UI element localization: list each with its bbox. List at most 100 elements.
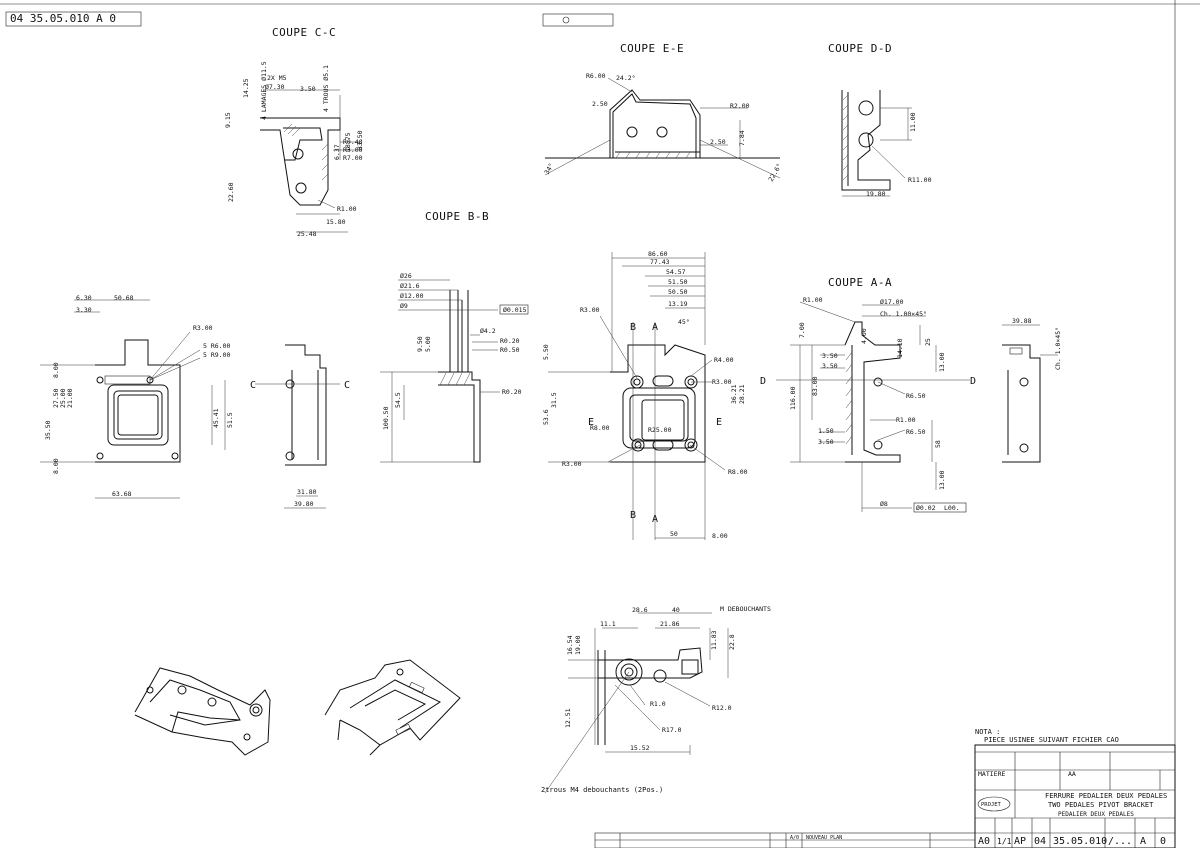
tolerance-stamp [542, 13, 614, 27]
prefix-value: AP [1014, 836, 1026, 847]
coupe-aa-title: COUPE A-A [828, 276, 892, 289]
svg-text:11.00: 11.00 [909, 112, 917, 132]
svg-text:Ø17.00: Ø17.00 [880, 298, 904, 306]
svg-text:R3.00: R3.00 [712, 378, 732, 386]
svg-text:22.60: 22.60 [227, 182, 235, 202]
svg-text:5 R6.00: 5 R6.00 [203, 342, 230, 350]
aa-label: AA [1068, 770, 1076, 778]
svg-text:18.75: 18.75 [344, 132, 352, 152]
svg-text:7.00: 7.00 [798, 322, 806, 338]
svg-text:45°: 45° [678, 318, 690, 326]
svg-text:R1.00: R1.00 [896, 416, 916, 424]
svg-text:9.50: 9.50 [416, 336, 424, 352]
svg-text:R1.00: R1.00 [337, 205, 357, 213]
section-mark-c-right: C [344, 380, 350, 391]
nota-label: NOTA : [975, 728, 1000, 736]
svg-text:R0.40: R0.40 [343, 138, 363, 146]
svg-text:5.50: 5.50 [542, 344, 550, 360]
doc-number-value: 35.05.010 [1053, 836, 1107, 847]
svg-text:R2.00: R2.00 [730, 102, 750, 110]
svg-text:9.15: 9.15 [224, 112, 232, 128]
svg-text:31.5: 31.5 [550, 392, 558, 408]
svg-text:100.50: 100.50 [382, 406, 390, 430]
svg-text:R6.00: R6.00 [586, 72, 606, 80]
svg-text:45.41: 45.41 [212, 408, 220, 428]
section-mark-a-top: A [652, 322, 658, 333]
svg-text:3.50: 3.50 [822, 362, 838, 370]
part-title-en: TWO PEDALES PIVOT BRACKET [1048, 801, 1154, 809]
svg-text:Ø21.6: Ø21.6 [400, 282, 420, 290]
svg-text:R6.50: R6.50 [906, 428, 926, 436]
svg-text:Ø0.02: Ø0.02 [916, 504, 936, 512]
svg-text:L00.: L00. [944, 504, 960, 512]
svg-text:15.80: 15.80 [326, 218, 346, 226]
nota-text: PIECE USINEE SUIVANT FICHIER CAO [984, 736, 1119, 744]
bottom-note: 2trous M4 debouchants (2Pos.) [541, 786, 663, 794]
svg-text:7.84: 7.84 [738, 130, 746, 146]
svg-text:50.50: 50.50 [668, 288, 688, 296]
section-mark-d-right: D [970, 376, 976, 387]
svg-text:13.00: 13.00 [938, 470, 946, 490]
view-coupe-dd: COUPE D-D 11.00 R11.00 19.80 [828, 42, 932, 198]
svg-text:15.52: 15.52 [630, 744, 650, 752]
svg-text:86.60: 86.60 [648, 250, 668, 258]
svg-text:Ø12.00: Ø12.00 [400, 292, 424, 300]
svg-text:116.00: 116.00 [789, 386, 797, 410]
svg-text:3.50: 3.50 [822, 352, 838, 360]
view-coupe-bb: COUPE B-B Ø26 Ø21.6 Ø12.00 Ø9 Ø0.015 Ø4.… [380, 210, 529, 463]
rev-text: NOUVEAU PLAN [806, 835, 842, 841]
coupe-ee-title: COUPE E-E [620, 42, 684, 55]
corner-doc-number: 04 35.05.010 A 0 [5, 11, 142, 27]
svg-text:2.50: 2.50 [710, 138, 726, 146]
section-mark-d-left: D [760, 376, 766, 387]
view-coupe-ee: COUPE E-E R6.00 24.2° 2.50 R2.00 2.50 7.… [543, 42, 784, 183]
svg-text:5 R9.00: 5 R9.00 [203, 351, 230, 359]
svg-text:R3.00: R3.00 [343, 146, 363, 154]
section-mark-c-left: C [250, 380, 256, 391]
view-front-left: 6.30 50.68 3.30 R3.00 5 R6.00 5 R9.00 8.… [40, 294, 234, 499]
section-mark-b-bottom: B [630, 510, 636, 521]
svg-text:R8.00: R8.00 [728, 468, 748, 476]
view-side: C C 31.80 39.80 [250, 344, 350, 509]
svg-text:36.21: 36.21 [730, 384, 738, 404]
svg-text:13.00: 13.00 [938, 352, 946, 372]
svg-text:8.00: 8.00 [52, 458, 60, 474]
svg-text:11.83: 11.83 [710, 630, 718, 650]
svg-text:25: 25 [924, 338, 932, 346]
coupe-cc-title: COUPE C-C [272, 26, 336, 39]
svg-text:6.37: 6.37 [333, 144, 341, 160]
svg-text:3.50: 3.50 [818, 438, 834, 446]
part-sub: PEDALIER DEUX PEDALES [1058, 811, 1134, 818]
view-coupe-cc: COUPE C-C 14.25 9.15 4 LAMAGES Ø11.5 2X … [224, 26, 364, 238]
svg-text:R0.20: R0.20 [500, 337, 520, 345]
svg-text:40: 40 [672, 606, 680, 614]
svg-text:24.2°: 24.2° [616, 74, 636, 82]
svg-text:21.86: 21.86 [660, 620, 680, 628]
folio-value: 04 [1034, 836, 1046, 847]
svg-text:1.50: 1.50 [818, 427, 834, 435]
format-value: A0 [978, 836, 990, 847]
svg-text:39.80: 39.80 [294, 500, 314, 508]
svg-text:19.80: 19.80 [866, 190, 886, 198]
section-mark-b-top: B [630, 322, 636, 333]
cc-lamages: 4 LAMAGES Ø11.5 [260, 61, 268, 120]
svg-text:50: 50 [670, 530, 678, 538]
svg-text:6.30: 6.30 [76, 294, 92, 302]
svg-text:19.00: 19.00 [574, 635, 582, 655]
rev-label: A/0 [790, 835, 799, 841]
svg-text:R25.00: R25.00 [648, 426, 672, 434]
svg-text:R3.00: R3.00 [193, 324, 213, 332]
svg-text:25.00: 25.00 [59, 388, 67, 408]
svg-text:Ø4.2: Ø4.2 [480, 327, 496, 335]
svg-text:83.00: 83.00 [811, 376, 819, 396]
svg-text:16.54: 16.54 [566, 635, 574, 655]
svg-text:2.50: 2.50 [592, 100, 608, 108]
revision-strip: A/0 NOUVEAU PLAN [594, 832, 976, 848]
svg-text:11.1: 11.1 [600, 620, 616, 628]
svg-text:28.21: 28.21 [738, 384, 746, 404]
company-logo: PROJET [981, 802, 1002, 808]
svg-text:R1.00: R1.00 [803, 296, 823, 304]
svg-text:39.88: 39.88 [1012, 317, 1032, 325]
